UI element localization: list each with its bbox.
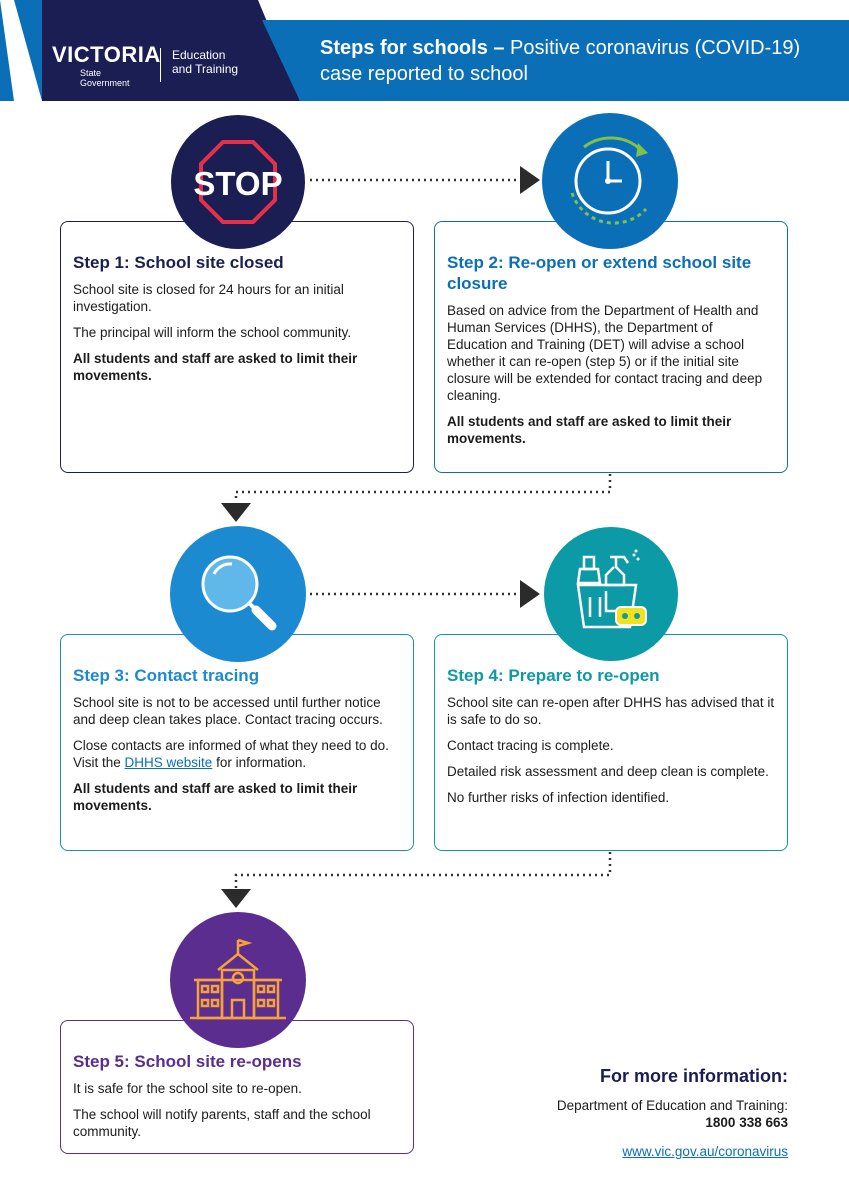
step-3-title: Step 3: Contact tracing bbox=[73, 666, 260, 685]
more-info-department: Department of Education and Training: bbox=[556, 1098, 788, 1113]
step-2-title: Step 2: Re-open or extend school site cl… bbox=[447, 253, 752, 293]
step-5-text-2: The school will notify parents, staff an… bbox=[73, 1107, 371, 1139]
step-1-text-1: School site is closed for 24 hours for a… bbox=[73, 282, 344, 314]
more-info-heading: For more information: bbox=[600, 1066, 788, 1086]
step-3-bold: All students and staff are asked to limi… bbox=[73, 781, 358, 813]
step-5-text-1: It is safe for the school site to re-ope… bbox=[73, 1081, 302, 1096]
header-banner: VICTORIA State Government Education and … bbox=[0, 0, 849, 101]
step-3-text-2: Close contacts are informed of what they… bbox=[73, 738, 389, 770]
step-1-icon-circle: STOP bbox=[171, 115, 305, 249]
logo-subtitle: State Government bbox=[80, 68, 130, 88]
stop-sign-icon: STOP bbox=[193, 140, 283, 224]
step-4-icon-circle bbox=[544, 527, 678, 661]
step-3-text-1: School site is not to be accessed until … bbox=[73, 695, 383, 727]
logo-wordmark: VICTORIA bbox=[52, 42, 161, 67]
logo-divider bbox=[160, 48, 161, 82]
step-4-text-2: Contact tracing is complete. bbox=[447, 738, 614, 753]
step-1-bold: All students and staff are asked to limi… bbox=[73, 351, 358, 383]
step-3-card: Step 3: Contact tracing School site is n… bbox=[60, 634, 414, 851]
more-info-section: For more information: Department of Educ… bbox=[470, 1066, 788, 1161]
step-2-text-1: Based on advice from the Department of H… bbox=[447, 303, 763, 403]
cleaning-supplies-icon bbox=[576, 549, 647, 629]
arrow-down-icon bbox=[221, 889, 251, 908]
step-1-title: Step 1: School site closed bbox=[73, 253, 284, 272]
connector-4-5 bbox=[234, 852, 612, 888]
department-name: Education and Training bbox=[172, 48, 239, 76]
step-4-text-4: No further risks of infection identified… bbox=[447, 790, 670, 805]
step-4-title: Step 4: Prepare to re-open bbox=[447, 666, 660, 685]
magnifying-glass-icon bbox=[201, 555, 277, 631]
step-2-icon-circle bbox=[542, 113, 678, 249]
clock-icon bbox=[570, 136, 648, 225]
step-2-card: Step 2: Re-open or extend school site cl… bbox=[434, 221, 788, 473]
header-background bbox=[0, 0, 849, 101]
step-1-card: Step 1: School site closed School site i… bbox=[60, 221, 414, 473]
step-5-title: Step 5: School site re-opens bbox=[73, 1052, 302, 1071]
step-4-card: Step 4: Prepare to re-open School site c… bbox=[434, 634, 788, 851]
arrow-down-icon bbox=[221, 503, 251, 522]
coronavirus-info-link[interactable]: www.vic.gov.au/coronavirus bbox=[622, 1144, 788, 1159]
dhhs-website-link[interactable]: DHHS website bbox=[124, 755, 213, 770]
stop-sign-text: STOP bbox=[193, 165, 282, 202]
step-1-text-2: The principal will inform the school com… bbox=[73, 325, 352, 340]
more-info-phone: 1800 338 663 bbox=[705, 1115, 788, 1130]
arrow-right-icon bbox=[520, 166, 540, 194]
school-building-icon bbox=[190, 938, 286, 1020]
arrow-right-icon bbox=[520, 580, 540, 608]
connector-2-3 bbox=[234, 474, 612, 502]
step-5-icon-circle bbox=[170, 912, 306, 1048]
step-4-text-3: Detailed risk assessment and deep clean … bbox=[447, 764, 769, 779]
step-4-text-1: School site can re-open after DHHS has a… bbox=[447, 695, 775, 727]
step-3-icon-circle bbox=[170, 526, 306, 662]
step-2-bold: All students and staff are asked to limi… bbox=[447, 414, 732, 446]
page-title: Steps for schools – Positive coronavirus… bbox=[320, 37, 801, 85]
